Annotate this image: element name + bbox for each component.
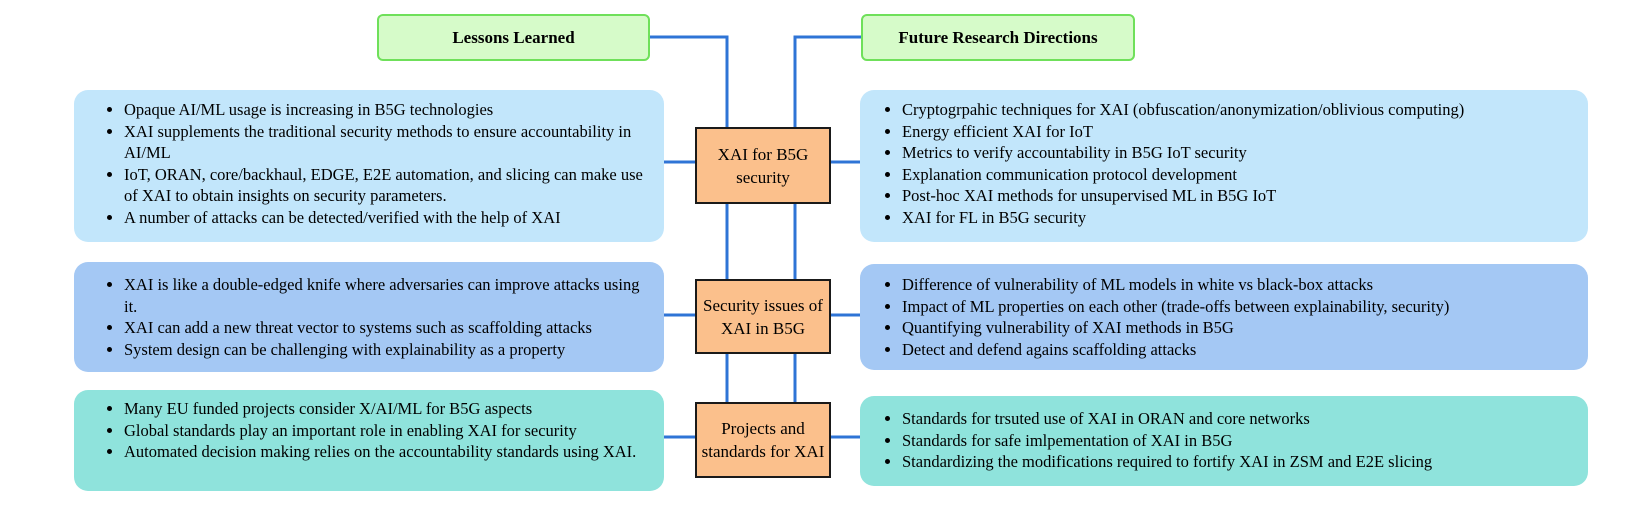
list-item: System design can be challenging with ex… [124, 339, 650, 361]
center-node-xai-b5g-security: XAI for B5G security [695, 127, 831, 204]
header-lessons-learned-label: Lessons Learned [452, 27, 575, 47]
list-item: Detect and defend agains scaffolding att… [902, 339, 1578, 361]
center-node-security-issues: Security issues of XAI in B5G [695, 279, 831, 354]
list-item: A number of attacks can be detected/veri… [124, 207, 650, 229]
center-node-label: XAI for B5G security [717, 144, 809, 187]
list-item: Standards for trsuted use of XAI in ORAN… [902, 408, 1578, 430]
list-item: XAI can add a new threat vector to syste… [124, 317, 650, 339]
list-item: Cryptogrpahic techniques for XAI (obfusc… [902, 99, 1578, 121]
list-item: Quantifying vulnerability of XAI methods… [902, 317, 1578, 339]
center-node-label: Security issues of XAI in B5G [703, 295, 823, 338]
connector-right-header [793, 35, 861, 127]
list-item: Many EU funded projects consider X/AI/ML… [124, 398, 650, 420]
center-node-label: Projects and standards for XAI [701, 419, 825, 461]
right-panel-future-security-issues: Difference of vulnerability of ML models… [860, 264, 1588, 370]
left-panel-lessons-projects: Many EU funded projects consider X/AI/ML… [74, 390, 664, 491]
list-item: Standardizing the modifications required… [902, 451, 1578, 473]
list-item: Automated decision making relies on the … [124, 441, 650, 463]
list-item: Explanation communication protocol devel… [902, 164, 1578, 186]
list-item: Impact of ML properties on each other (t… [902, 296, 1578, 318]
connector-left-header [649, 35, 729, 127]
header-future-research: Future Research Directions [861, 14, 1135, 61]
list-item: Energy efficient XAI for IoT [902, 121, 1578, 143]
list-item: Difference of vulnerability of ML models… [902, 274, 1578, 296]
right-panel-future-projects: Standards for trsuted use of XAI in ORAN… [860, 396, 1588, 486]
left-panel-lessons-security-issues: XAI is like a double-edged knife where a… [74, 262, 664, 372]
list-item: XAI for FL in B5G security [902, 207, 1578, 229]
header-future-research-label: Future Research Directions [898, 27, 1098, 47]
left-panel-lessons-xai-b5g: Opaque AI/ML usage is increasing in B5G … [74, 90, 664, 242]
list-item: Opaque AI/ML usage is increasing in B5G … [124, 99, 650, 121]
list-item: Standards for safe imlpementation of XAI… [902, 430, 1578, 452]
list-item: Metrics to verify accountability in B5G … [902, 142, 1578, 164]
center-node-projects-standards: Projects and standards for XAI [695, 402, 831, 478]
header-lessons-learned: Lessons Learned [377, 14, 650, 61]
list-item: Global standards play an important role … [124, 420, 650, 442]
list-item: IoT, ORAN, core/backhaul, EDGE, E2E auto… [124, 164, 650, 207]
list-item: XAI is like a double-edged knife where a… [124, 274, 650, 317]
list-item: Post-hoc XAI methods for unsupervised ML… [902, 185, 1578, 207]
right-panel-future-xai-b5g: Cryptogrpahic techniques for XAI (obfusc… [860, 90, 1588, 242]
list-item: XAI supplements the traditional security… [124, 121, 650, 164]
